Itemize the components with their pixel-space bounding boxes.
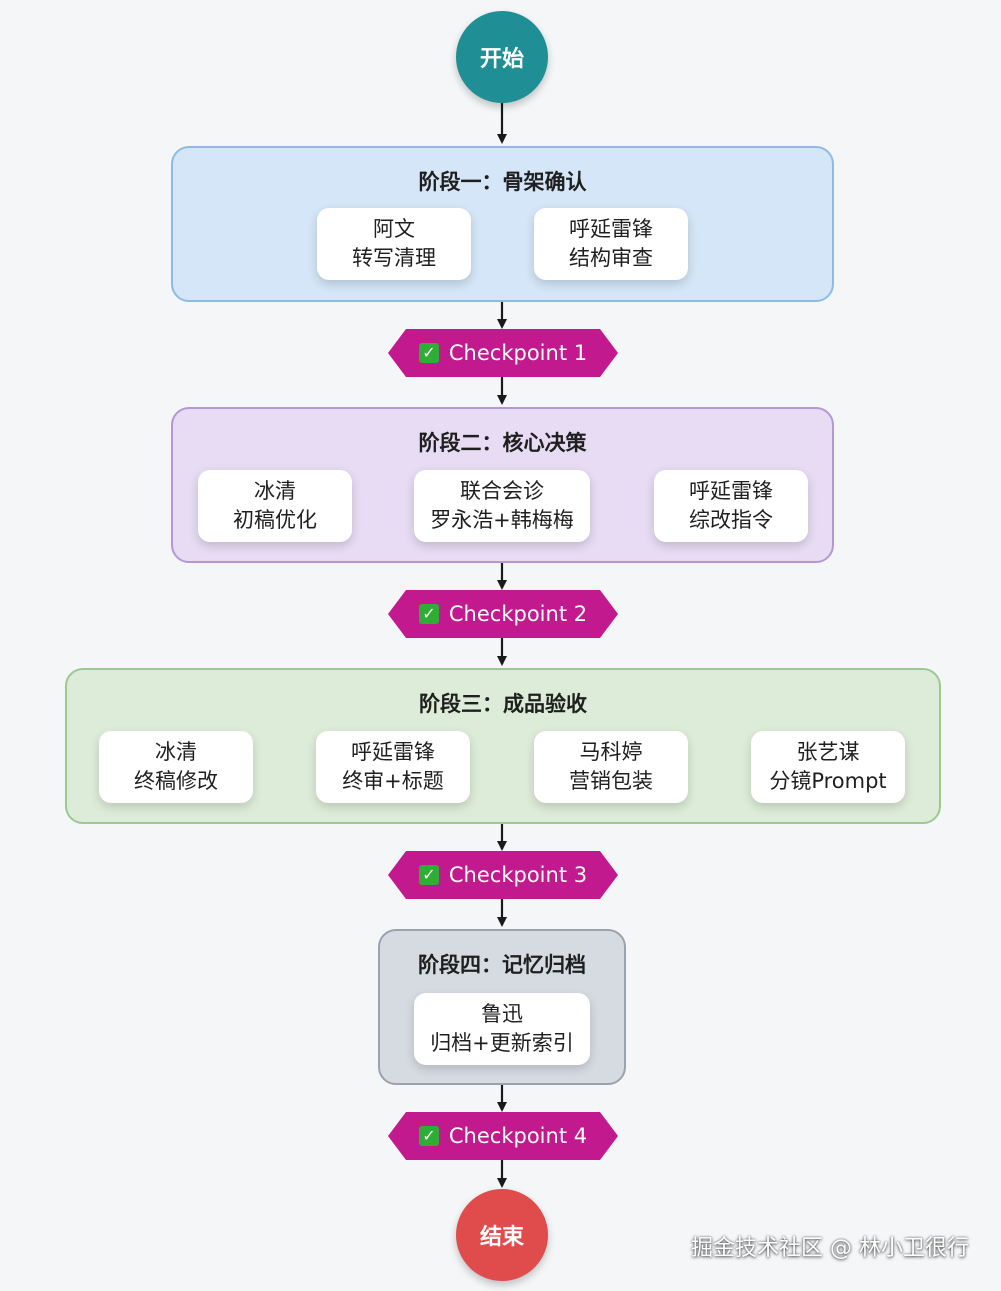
phase-2-step-2: 联合会诊 罗永浩+韩梅梅 bbox=[414, 470, 590, 542]
step-task: 综改指令 bbox=[689, 508, 773, 532]
step-task: 罗永浩+韩梅梅 bbox=[430, 508, 574, 532]
step-task: 归档+更新索引 bbox=[430, 1031, 574, 1055]
watermark-text: 掘金技术社区 @ 林小卫很行 bbox=[691, 1236, 969, 1261]
phase-1-title: 阶段一：骨架确认 bbox=[418, 170, 587, 194]
checkpoint-label: Checkpoint 3 bbox=[448, 863, 588, 887]
phase-2-title: 阶段二：核心决策 bbox=[418, 431, 587, 455]
checkmark-icon: ✓ bbox=[418, 865, 439, 885]
phase-4-title: 阶段四：记忆归档 bbox=[418, 953, 586, 977]
step-task: 转写清理 bbox=[352, 246, 436, 270]
checkmark-icon: ✓ bbox=[418, 604, 439, 624]
step-name: 呼延雷锋 bbox=[351, 740, 435, 764]
step-task: 终稿修改 bbox=[134, 769, 218, 793]
phase-2-step-1: 冰清 初稿优化 bbox=[198, 470, 352, 542]
checkmark-icon: ✓ bbox=[418, 343, 439, 363]
checkmark-icon: ✓ bbox=[418, 1126, 439, 1146]
step-task: 分镜Prompt bbox=[769, 769, 887, 793]
checkpoint-3: ✓ Checkpoint 3 bbox=[388, 851, 618, 899]
checkpoint-label: Checkpoint 2 bbox=[448, 602, 588, 626]
step-name: 张艺谋 bbox=[796, 740, 860, 764]
phase-1-step-1: 阿文 转写清理 bbox=[317, 208, 471, 280]
phase-3-step-3: 马科婷 营销包装 bbox=[534, 731, 688, 803]
phase-1-step-2: 呼延雷锋 结构审查 bbox=[534, 208, 688, 280]
checkpoint-1: ✓ Checkpoint 1 bbox=[388, 329, 618, 377]
phase-3-step-1: 冰清 终稿修改 bbox=[99, 731, 253, 803]
phase-3-step-4: 张艺谋 分镜Prompt bbox=[751, 731, 905, 803]
start-node: 开始 bbox=[456, 11, 548, 103]
step-task: 初稿优化 bbox=[233, 508, 317, 532]
phase-3-title: 阶段三：成品验收 bbox=[419, 692, 587, 716]
phase-3-step-2: 呼延雷锋 终审+标题 bbox=[316, 731, 470, 803]
phase-1-container: 阶段一：骨架确认 bbox=[171, 146, 834, 302]
checkpoint-2: ✓ Checkpoint 2 bbox=[388, 590, 618, 638]
checkpoint-label: Checkpoint 4 bbox=[448, 1124, 588, 1148]
step-name: 马科婷 bbox=[579, 740, 643, 764]
step-name: 联合会诊 bbox=[460, 479, 544, 503]
end-node: 结束 bbox=[456, 1189, 548, 1281]
step-task: 终审+标题 bbox=[342, 769, 444, 793]
step-name: 呼延雷锋 bbox=[689, 479, 773, 503]
phase-2-step-3: 呼延雷锋 综改指令 bbox=[654, 470, 808, 542]
step-name: 冰清 bbox=[155, 740, 197, 764]
step-name: 冰清 bbox=[254, 479, 296, 503]
step-task: 结构审查 bbox=[569, 246, 653, 270]
step-name: 呼延雷锋 bbox=[569, 217, 653, 241]
step-name: 鲁迅 bbox=[481, 1002, 523, 1026]
phase-4-step-1: 鲁迅 归档+更新索引 bbox=[414, 993, 590, 1065]
checkpoint-label: Checkpoint 1 bbox=[448, 341, 588, 365]
step-task: 营销包装 bbox=[569, 769, 653, 793]
checkpoint-4: ✓ Checkpoint 4 bbox=[388, 1112, 618, 1160]
start-label: 开始 bbox=[479, 47, 524, 72]
step-name: 阿文 bbox=[373, 217, 415, 241]
end-label: 结束 bbox=[479, 1225, 524, 1250]
